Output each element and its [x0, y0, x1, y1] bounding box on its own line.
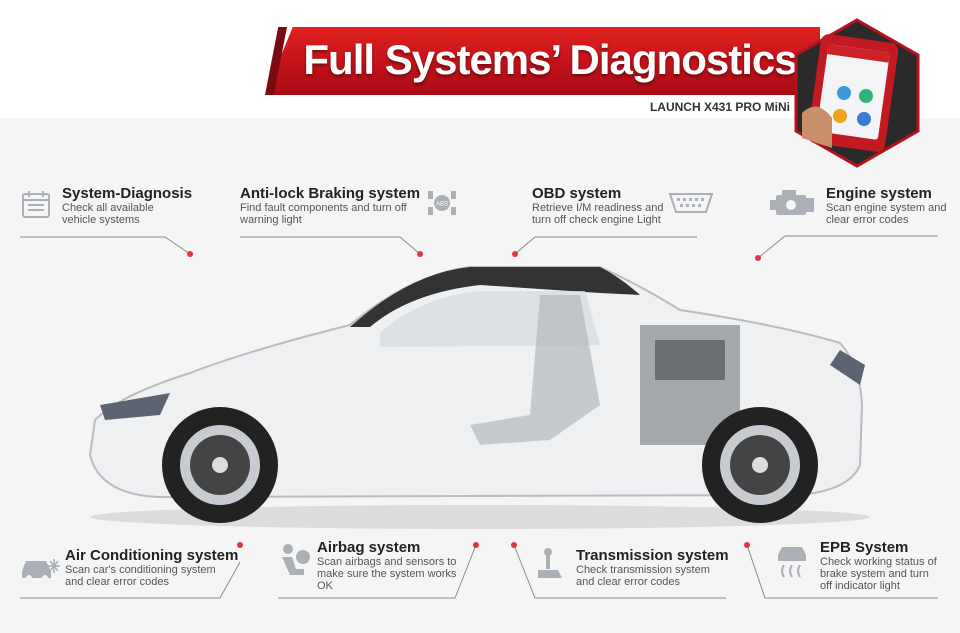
feature-title: OBD system: [532, 185, 622, 202]
feature-desc: Scan engine system and: [826, 202, 947, 214]
feature-desc: off indicator light: [820, 580, 900, 592]
feature-desc: Scan car's conditioning system: [65, 564, 216, 576]
feature-desc: make sure the system works: [317, 568, 457, 580]
feature-desc: and clear error codes: [65, 576, 169, 588]
feature-airbag: Airbag system Scan airbags and sensors t…: [317, 539, 456, 592]
feature-epb: EPB System Check working status of brake…: [820, 539, 937, 592]
rear-wheel: [702, 407, 818, 523]
feature-desc: Retrieve I/M readiness and: [532, 202, 664, 214]
feature-desc: turn off check engine Light: [532, 214, 661, 226]
feature-desc: OK: [317, 580, 333, 592]
feature-engine: Engine system Scan engine system and cle…: [826, 185, 946, 226]
calendar-icon: [22, 191, 50, 218]
abs-icon: ABS: [428, 191, 456, 215]
engine-icon: [770, 190, 814, 215]
feature-title: Engine system: [826, 185, 932, 202]
product-name: LAUNCH X431 PRO MiNi: [649, 100, 790, 114]
page-title: Full Systems’ Diagnostics: [303, 36, 797, 83]
feature-title: Airbag system: [317, 539, 421, 556]
gear-shift-icon: [538, 548, 562, 578]
title-banner: [265, 27, 820, 95]
feature-desc: Check transmission system: [576, 564, 710, 576]
feature-desc: Find fault components and turn off: [240, 202, 407, 214]
feature-air-conditioning: Air Conditioning system Scan car's condi…: [65, 547, 238, 588]
feature-desc: Check working status of: [820, 556, 937, 568]
feature-obd: OBD system Retrieve I/M readiness and tu…: [532, 185, 663, 226]
front-wheel: [162, 407, 278, 523]
snowflake-car-icon: [22, 559, 60, 581]
feature-desc: Check all available: [62, 202, 154, 214]
feature-title: EPB System: [820, 539, 909, 556]
feature-title: Anti-lock Braking system: [240, 185, 421, 202]
airbag-icon: [282, 544, 310, 575]
feature-desc: and clear error codes: [576, 576, 680, 588]
feature-transmission: Transmission system Check transmission s…: [576, 547, 729, 588]
epb-icon: [778, 547, 806, 578]
feature-system-diagnosis: System-Diagnosis Check all available veh…: [62, 185, 192, 226]
feature-abs: Anti-lock Braking system Find fault comp…: [240, 185, 420, 226]
obd-connector-icon: [668, 193, 714, 213]
feature-desc: warning light: [240, 214, 302, 226]
feature-title: Transmission system: [576, 547, 729, 564]
feature-desc: brake system and turn: [820, 568, 929, 580]
car-illustration: [88, 266, 870, 529]
device-photo: [794, 18, 920, 168]
feature-desc: Scan airbags and sensors to: [317, 556, 457, 568]
svg-text:ABS: ABS: [436, 202, 448, 208]
feature-desc: vehicle systems: [62, 214, 140, 226]
feature-title: Air Conditioning system: [65, 547, 239, 564]
feature-title: System-Diagnosis: [62, 185, 193, 202]
feature-desc: clear error codes: [826, 214, 909, 226]
